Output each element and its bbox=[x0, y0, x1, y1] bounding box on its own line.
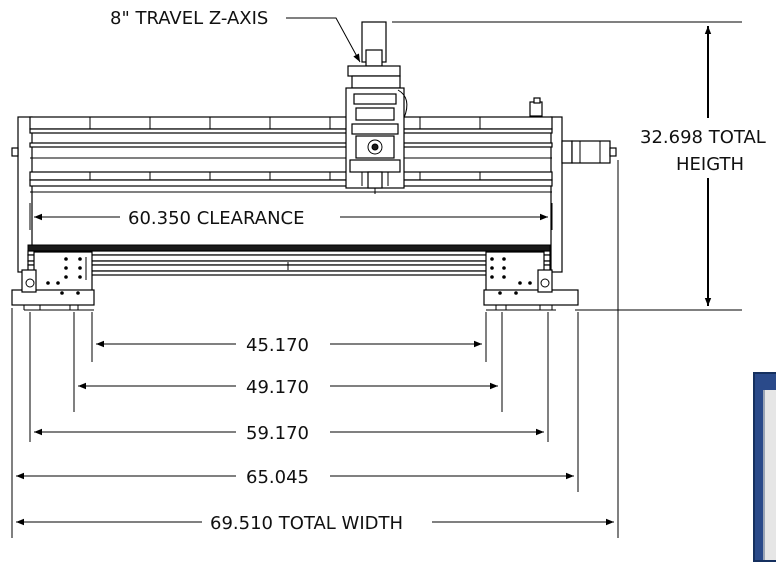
cropped-window-content bbox=[763, 390, 776, 560]
dimension-65045-label: 65.045 bbox=[246, 467, 309, 488]
side-motor bbox=[561, 140, 617, 164]
clearance-label: 60.350 CLEARANCE bbox=[128, 208, 304, 229]
gantry-frame bbox=[11, 97, 617, 273]
right-leg bbox=[483, 251, 579, 311]
dimension-45170-label: 45.170 bbox=[246, 335, 309, 356]
height-dimension bbox=[392, 21, 776, 311]
dimension-49170-label: 49.170 bbox=[246, 377, 309, 398]
width-extension-lines bbox=[11, 160, 619, 538]
rail-bolts bbox=[89, 117, 481, 180]
z-axis-leader bbox=[286, 17, 361, 63]
total-height-label-line2: HEIGTH bbox=[676, 154, 744, 175]
machine-bed bbox=[27, 244, 551, 276]
clearance-dimension bbox=[29, 203, 553, 230]
cnc-machine-drawing: 8" TRAVEL Z-AXIS 32.698 TOTAL HEIGTH 60.… bbox=[11, 8, 776, 538]
left-leg bbox=[11, 251, 95, 311]
total-height-label-line1: 32.698 TOTAL bbox=[640, 127, 766, 148]
dimension-59170-label: 59.170 bbox=[246, 423, 309, 444]
total-width-label: 69.510 TOTAL WIDTH bbox=[210, 513, 403, 534]
z-axis-carriage bbox=[345, 21, 408, 194]
cropped-window-panel bbox=[753, 372, 776, 562]
z-axis-label: 8" TRAVEL Z-AXIS bbox=[110, 8, 268, 29]
